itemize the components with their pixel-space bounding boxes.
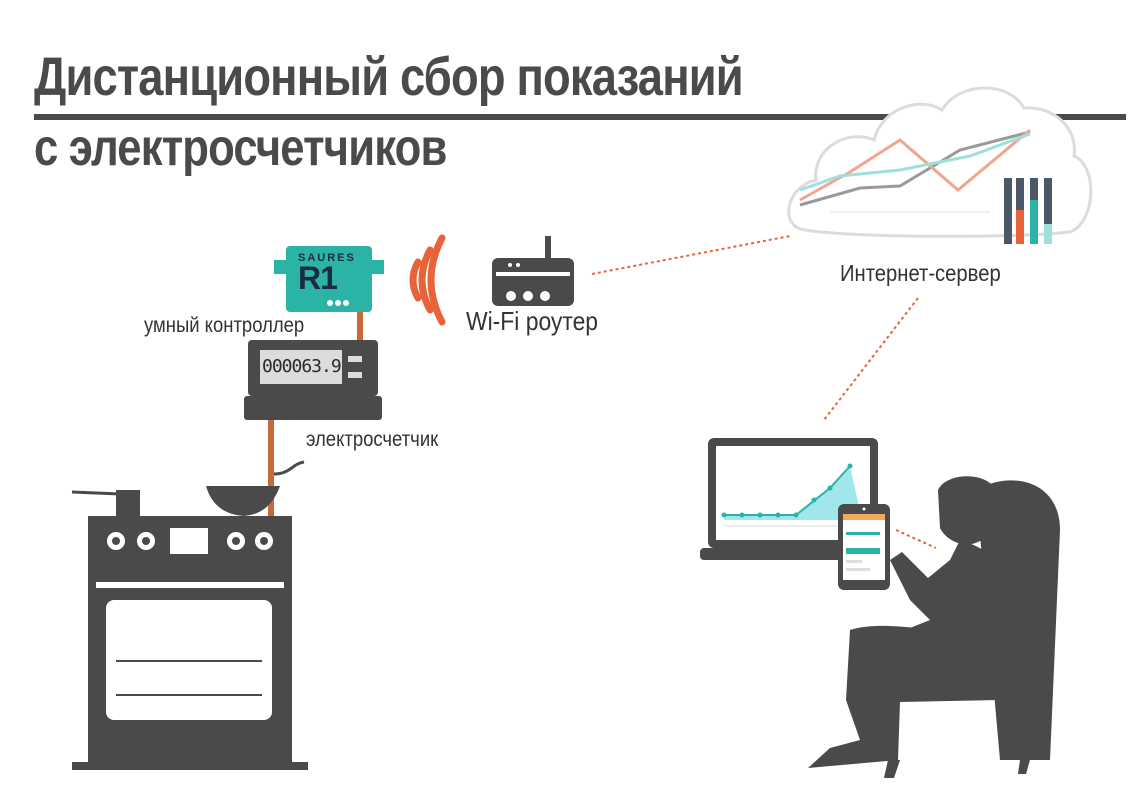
person-silhouette-icon	[808, 476, 1060, 778]
controller-model: R1	[298, 260, 338, 296]
server-label: Интернет-сервер	[840, 260, 1001, 286]
title-divider	[34, 114, 1126, 120]
phone-icon	[838, 504, 890, 590]
laptop-icon	[700, 438, 886, 560]
router-server-link	[591, 235, 791, 275]
page-title: Дистанционный сбор показаний	[34, 47, 744, 107]
controller-cable	[357, 312, 363, 342]
cloud-icon	[787, 86, 1093, 244]
stove-icon	[71, 486, 308, 770]
phone-person-link	[895, 529, 937, 549]
stove-cable	[273, 460, 305, 476]
controller-label: умный контроллер	[144, 314, 305, 337]
smart-controller-icon	[274, 246, 384, 312]
meter-reading: 000063.9	[262, 356, 342, 377]
server-laptop-link	[823, 297, 919, 421]
meter-cable	[268, 420, 274, 520]
electric-meter-icon	[244, 340, 382, 420]
controller-brand: SAURES	[298, 252, 356, 264]
router-icon	[492, 236, 574, 306]
router-label: Wi-Fi роутер	[466, 306, 599, 336]
meter-label: электросчетчик	[306, 428, 439, 451]
page-subtitle: с электросчетчиков	[34, 119, 447, 177]
wifi-signal-icon	[409, 234, 446, 326]
